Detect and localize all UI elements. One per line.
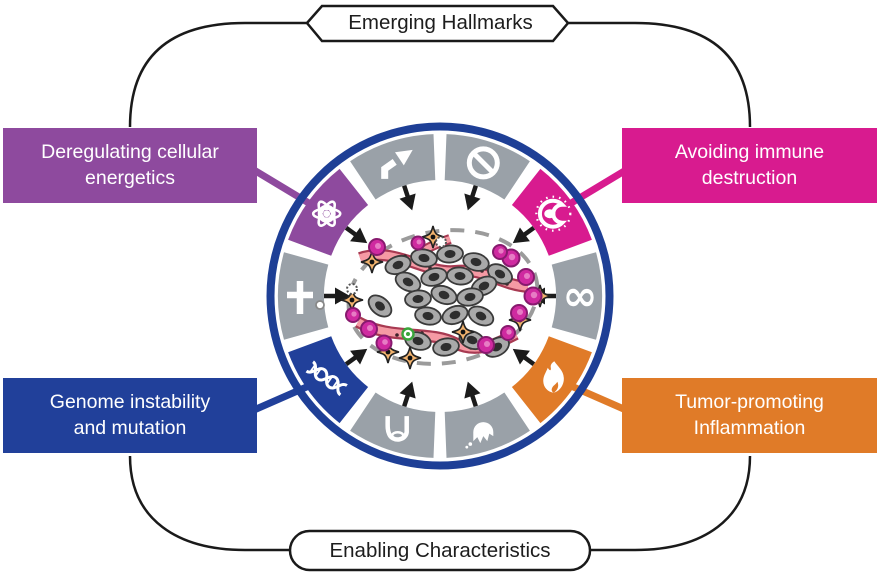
cancer-cell <box>414 306 442 326</box>
box-label: Avoiding immune destruction <box>674 141 825 189</box>
vessel-icon <box>385 416 409 442</box>
immune-cell <box>375 334 393 352</box>
immune-cell <box>492 244 508 260</box>
immune-cells <box>345 235 543 354</box>
cancer-cell <box>410 248 438 268</box>
emerging-hallmarks-title: Emerging Hallmarks <box>348 11 533 34</box>
cancer-cell <box>404 289 432 309</box>
cancer-cell <box>446 266 474 286</box>
cancer-cell <box>432 337 460 357</box>
curve-top-right <box>568 21 752 128</box>
stromal-cell <box>360 250 384 274</box>
atom-flower-icon <box>311 200 342 227</box>
immune-cell <box>368 238 386 256</box>
stromal-cell <box>398 346 422 370</box>
dna-icon <box>305 360 348 397</box>
inward-arrow <box>399 381 416 408</box>
inward-arrow <box>344 348 368 366</box>
hallmarks-wheel: ∞ <box>266 122 614 470</box>
inward-arrow <box>344 226 368 244</box>
no-symbol-icon <box>466 146 500 180</box>
box-label: Deregulating cellular energetics <box>41 141 219 189</box>
avoiding-immune-destruction-box: Avoiding immune destruction <box>622 128 877 203</box>
cancer-cell <box>441 304 469 326</box>
banner-curves <box>128 21 752 552</box>
cancer-cell <box>430 284 458 306</box>
curve-bottom-left <box>128 455 290 552</box>
emerging-hallmarks-banner-shape <box>305 4 570 43</box>
enabling-characteristics-banner-shape <box>288 529 592 572</box>
cancer-cell <box>467 305 495 327</box>
inward-arrow <box>464 184 481 211</box>
curve-bottom-right <box>590 455 752 552</box>
infinity-icon: ∞ <box>563 271 598 320</box>
inward-arrow <box>464 381 481 408</box>
tumor-promoting-inflammation-box: Tumor-promoting Inflammation <box>622 378 877 453</box>
genome-instability-box: Genome instability and mutation <box>3 378 257 453</box>
stromal-cell <box>421 225 445 249</box>
enabling-characteristics-title: Enabling Characteristics <box>329 539 551 562</box>
flame-icon <box>543 361 564 393</box>
cancer-cells <box>367 244 513 358</box>
immune-cell <box>523 286 543 306</box>
misc-cells <box>315 236 447 341</box>
cancer-cell <box>384 254 412 276</box>
curve-top-left <box>128 21 307 128</box>
box-label: Tumor-promoting Inflammation <box>675 391 824 439</box>
cancer-cell <box>462 252 490 272</box>
immune-cell <box>410 235 426 251</box>
cancer-cell <box>367 294 393 318</box>
immune-cell <box>360 320 378 338</box>
immune-cell <box>500 325 516 341</box>
cancer-cell <box>394 271 422 293</box>
stromal-cell <box>451 320 475 344</box>
inward-arrow <box>399 184 416 211</box>
immune-cell <box>477 336 495 354</box>
inward-arrow <box>512 226 536 244</box>
deregulating-cellular-energetics-box: Deregulating cellular energetics <box>3 128 257 203</box>
invasion-cell-icon <box>465 422 494 449</box>
tumor-illustration <box>315 225 552 370</box>
immune-cell-icon <box>535 195 572 232</box>
inward-arrow <box>512 348 536 366</box>
cancer-cell <box>436 244 464 264</box>
cancer-cell <box>456 287 484 307</box>
wheel-outer-ring <box>266 122 614 470</box>
box-label: Genome instability and mutation <box>49 391 211 439</box>
immune-cell <box>345 307 361 323</box>
inward-arrow <box>324 287 350 305</box>
wheel-segment-vessel <box>350 392 436 458</box>
wheel-segment-infinity <box>551 252 603 340</box>
immune-cell <box>517 268 535 286</box>
cross-icon <box>287 281 313 314</box>
bent-arrow-icon <box>381 149 413 179</box>
immune-cell <box>510 304 528 322</box>
